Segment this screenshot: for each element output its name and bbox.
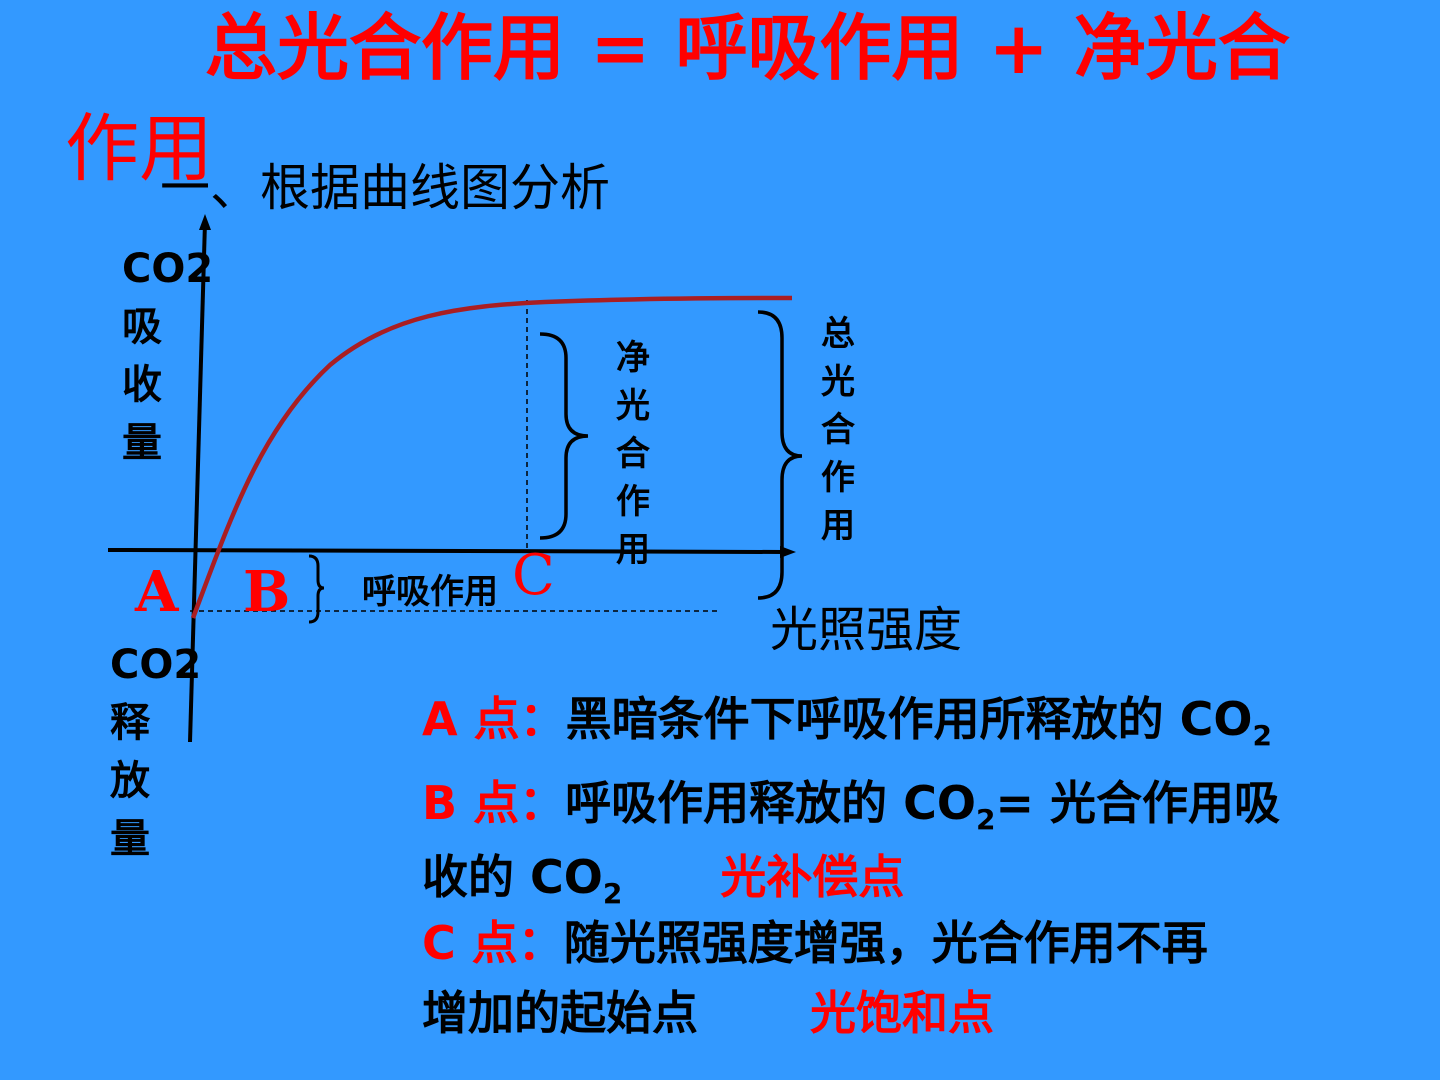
net-label-char: 净: [616, 338, 650, 378]
y-axis: [188, 221, 207, 743]
x-axis-label: 光照强度: [770, 602, 963, 658]
total-label-char: 用: [821, 506, 855, 546]
description-point-b: B 点：呼吸作用释放的 CO2= 光合作用吸: [422, 780, 1280, 834]
total-label-char: 合: [821, 410, 855, 450]
net-label-char: 作: [616, 482, 650, 522]
x-axis: [107, 548, 785, 554]
section-subtitle: 一、根据曲线图分析: [160, 159, 610, 217]
total-photosynthesis-label: 总 光 合 作 用: [818, 310, 858, 550]
point-a-heading: A 点：: [422, 692, 566, 746]
total-label-char: 总: [821, 314, 855, 354]
net-photosynthesis-brace: [539, 332, 589, 540]
point-a-text: 黑暗条件下呼吸作用所释放的 CO: [565, 692, 1253, 746]
respiration-label: 呼吸作用: [362, 572, 498, 612]
point-b-label: B: [243, 559, 291, 625]
y-axis-label-line: 量: [110, 816, 150, 862]
point-c-label: C: [512, 543, 555, 608]
description-point-a: A 点：黑暗条件下呼吸作用所释放的 CO2: [422, 696, 1272, 750]
subscript: 2: [602, 877, 623, 910]
point-b-heading: B 点：: [422, 776, 566, 830]
point-c-text-line-2: 增加的起始点: [422, 986, 698, 1040]
point-b-text: 呼吸作用释放的 CO: [565, 776, 976, 830]
y-axis-label-line: 量: [122, 420, 162, 466]
point-c-heading: C 点：: [422, 916, 564, 970]
y-axis-label-absorption: CO2 吸 收 量: [122, 240, 213, 472]
light-compensation-point-term: 光补偿点: [720, 850, 905, 904]
respiration-brace: [308, 554, 325, 624]
light-saturation-point-term: 光饱和点: [810, 986, 994, 1040]
y-axis-arrow: [199, 214, 211, 230]
y-axis-label-release: CO2 释 放 量: [110, 636, 201, 868]
light-response-curve: [190, 295, 793, 619]
point-b-text-continued: = 光合作用吸: [995, 776, 1281, 830]
point-a-label: A: [135, 559, 179, 625]
x-axis-arrow: [780, 546, 796, 558]
point-b-text-line-2: 收的 CO: [422, 850, 603, 904]
description-point-c-line-2: 增加的起始点光饱和点: [422, 990, 994, 1036]
y-axis-label-line: CO2: [122, 246, 214, 292]
subscript: 2: [1252, 719, 1272, 752]
point-c-text: 随光照强度增强，光合作用不再: [563, 916, 1208, 970]
total-label-char: 光: [821, 362, 855, 402]
y-axis-label-line: 释: [110, 700, 150, 746]
title-line-2: 作用: [65, 106, 213, 192]
net-label-char: 用: [616, 530, 650, 570]
total-label-char: 作: [821, 458, 855, 498]
y-axis-label-line: 吸: [122, 304, 162, 350]
title-line-1: 总光合作用 = 呼吸作用 + 净光合: [205, 6, 1290, 90]
y-axis-label-line: CO2: [110, 642, 202, 688]
net-label-char: 光: [616, 386, 650, 426]
description-point-c: C 点：随光照强度增强，光合作用不再: [422, 920, 1208, 966]
subscript: 2: [975, 803, 996, 836]
net-photosynthesis-label: 净 光 合 作 用: [613, 334, 653, 574]
y-axis-label-line: 放: [110, 758, 150, 804]
y-axis-label-line: 收: [122, 362, 162, 408]
total-photosynthesis-brace: [757, 310, 803, 600]
net-label-char: 合: [616, 434, 650, 474]
